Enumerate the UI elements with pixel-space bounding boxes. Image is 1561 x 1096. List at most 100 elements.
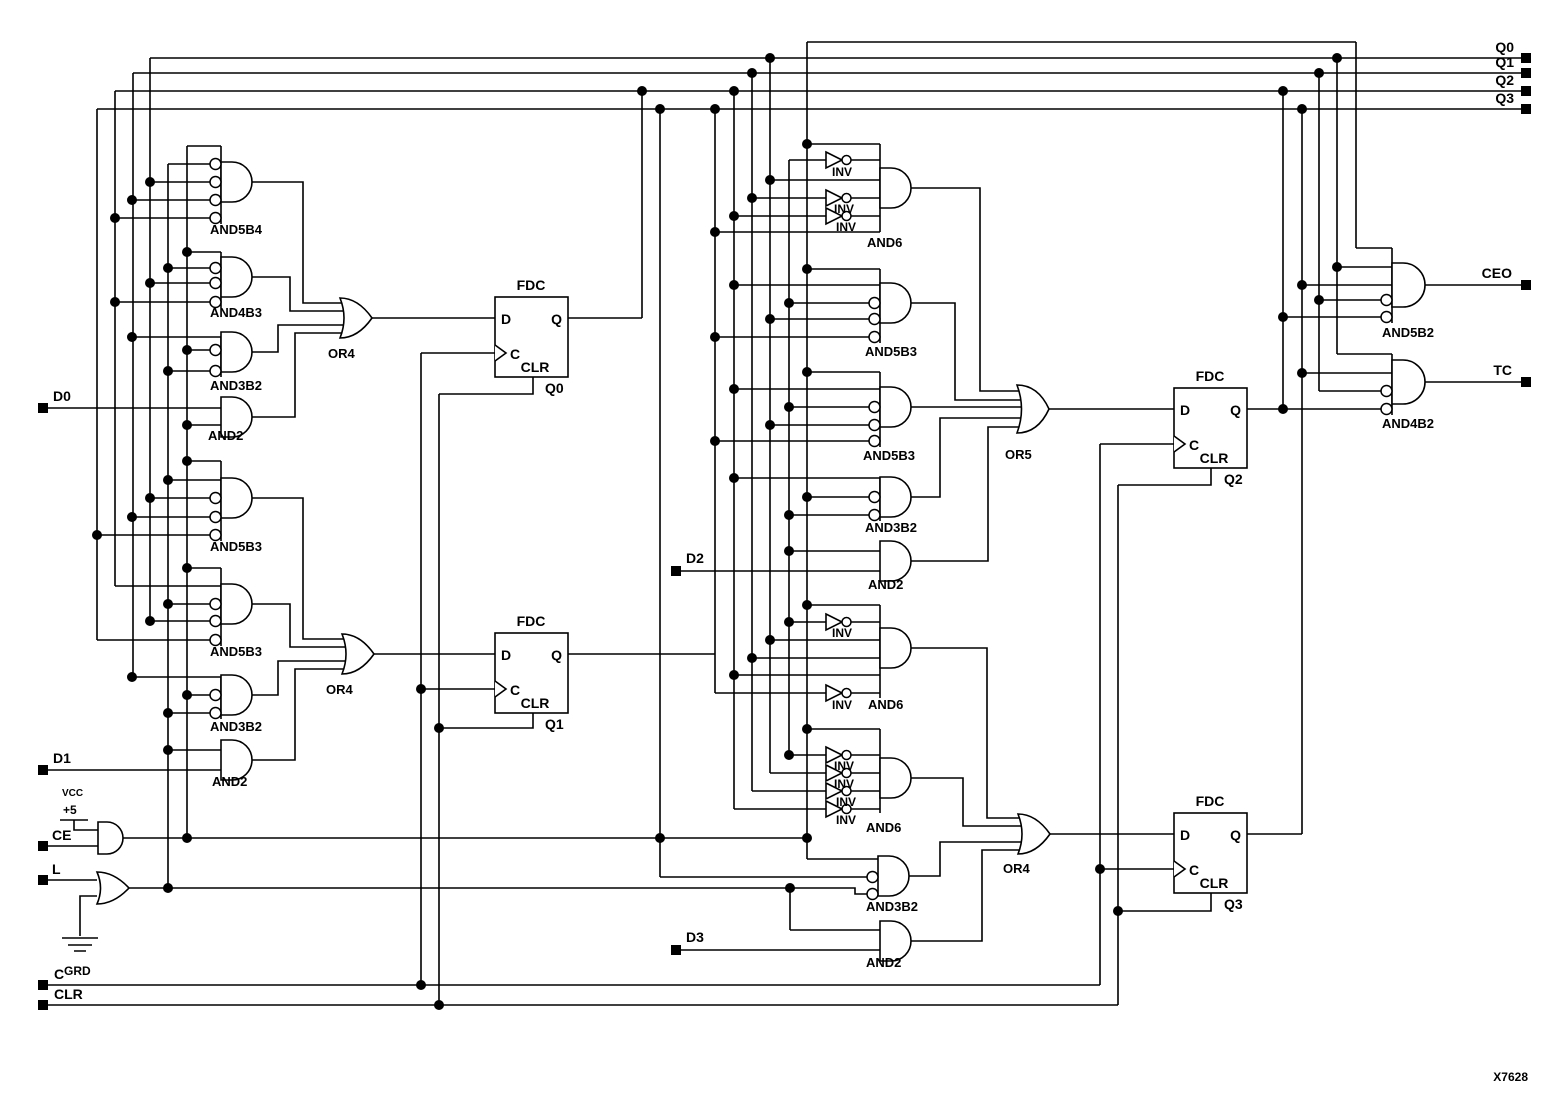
fdc-pin-d: D: [501, 647, 511, 663]
fdc-pin-clr: CLR: [521, 359, 550, 375]
gate-label-and4b3: AND4B3: [210, 305, 262, 320]
fdc-pin-clr: CLR: [521, 695, 550, 711]
fdc-pin-c: C: [510, 682, 520, 698]
gate-label-or4-1: OR4: [328, 346, 356, 361]
label-plus5: +5: [63, 803, 77, 817]
inv-label-7: INV: [834, 777, 854, 791]
gate-label-or5: OR5: [1005, 447, 1032, 462]
terminal-d3: [671, 945, 681, 955]
terminal-ce: [38, 841, 48, 851]
terminal-q3: [1521, 104, 1531, 114]
gate-label-and4b2: AND4B2: [1382, 416, 1434, 431]
fdc-pin-d: D: [501, 311, 511, 327]
left-gate-rows: [97, 145, 495, 761]
label-d3: D3: [686, 929, 704, 945]
right-gate-rows: [1282, 247, 1521, 415]
gate-label-and5b3-2: AND5B3: [210, 644, 262, 659]
terminal-ceo: [1521, 280, 1531, 290]
fdc-title: FDC: [1196, 368, 1225, 384]
label-ce: CE: [52, 827, 71, 843]
figure-caption: X7628: [1493, 1070, 1528, 1084]
inv-label-5: INV: [832, 698, 852, 712]
gate-label-or4-3: OR4: [1003, 861, 1031, 876]
and-gates: [97, 161, 1426, 962]
inv-label-6: INV: [834, 759, 854, 773]
terminal-l: [38, 875, 48, 885]
inv-labels: INV INV INV INV INV INV INV INV INV: [832, 165, 856, 827]
input-bubbles: [209, 157, 1393, 901]
inverters: [825, 150, 852, 819]
fdc-pin-c: C: [1189, 437, 1199, 453]
gate-label-and3b2-2: AND3B2: [210, 719, 262, 734]
label-q2: Q2: [1495, 72, 1514, 88]
gate-label-and5b3-3: AND5B3: [865, 344, 917, 359]
inv-label-1: INV: [832, 165, 852, 179]
output-terminals: [1521, 53, 1531, 387]
gate-label-and3b2-3: AND3B2: [865, 520, 917, 535]
gate-label-and2-2: AND2: [212, 774, 247, 789]
fdc-instance-q0: Q0: [545, 380, 564, 396]
terminal-c: [38, 980, 48, 990]
fdc-pin-d: D: [1180, 402, 1190, 418]
fdc-pin-c: C: [510, 346, 520, 362]
or-gates: [95, 297, 1051, 905]
gate-label-and3b2-1: AND3B2: [210, 378, 262, 393]
terminal-d0: [38, 403, 48, 413]
label-q0: Q0: [1495, 39, 1514, 55]
label-q3: Q3: [1495, 90, 1514, 106]
terminal-q1: [1521, 68, 1531, 78]
gate-label-and2-3: AND2: [868, 577, 903, 592]
gate-label-and2-1: AND2: [208, 428, 243, 443]
label-d1: D1: [53, 750, 71, 766]
fdc-pin-d: D: [1180, 827, 1190, 843]
fdc-pin-q: Q: [1230, 827, 1241, 843]
fdc-instance-q3: Q3: [1224, 896, 1243, 912]
fdc-title: FDC: [1196, 793, 1225, 809]
fdc-pin-clr: CLR: [1200, 875, 1229, 891]
gate-label-or4-2: OR4: [326, 682, 354, 697]
terminal-tc: [1521, 377, 1531, 387]
fdc-wires: [421, 317, 1381, 912]
input-terminals: [38, 403, 681, 1010]
label-tc: TC: [1493, 362, 1512, 378]
fdc-q2: FDC D Q C CLR Q2: [1173, 368, 1248, 487]
gate-label-and5b3-1: AND5B3: [210, 539, 262, 554]
gate-labels: AND5B4 AND4B3 AND3B2 AND2 OR4 AND5B3 AND…: [208, 222, 1434, 970]
junction-dots: [92, 53, 1342, 1010]
terminal-clr: [38, 1000, 48, 1010]
label-c: C: [54, 966, 64, 982]
terminal-q2: [1521, 86, 1531, 96]
label-ceo: CEO: [1482, 265, 1512, 281]
fdc-pin-c: C: [1189, 862, 1199, 878]
inv-label-4: INV: [832, 626, 852, 640]
gate-label-and5b3-4: AND5B3: [863, 448, 915, 463]
gate-label-and6-2: AND6: [868, 697, 903, 712]
fdc-pin-q: Q: [1230, 402, 1241, 418]
fdc-title: FDC: [517, 277, 546, 293]
gate-label-and6-1: AND6: [867, 235, 902, 250]
middle-gate-rows: [660, 143, 1174, 942]
fdc-q3: FDC D Q C CLR Q3: [1173, 793, 1248, 912]
fdc-instance-q2: Q2: [1224, 471, 1243, 487]
inv-label-8: INV: [836, 795, 856, 809]
gate-label-and2-4: AND2: [866, 955, 901, 970]
label-d2: D2: [686, 550, 704, 566]
gate-label-and5b4: AND5B4: [210, 222, 263, 237]
terminal-d2: [671, 566, 681, 576]
bus-wires: [48, 41, 1521, 1006]
gate-label-and3b2-4: AND3B2: [866, 899, 918, 914]
fdc-q1: FDC D Q C CLR Q1: [494, 613, 569, 732]
label-grd: GRD: [64, 964, 91, 978]
gate-label-and5b2: AND5B2: [1382, 325, 1434, 340]
input-wires: [48, 407, 880, 952]
terminal-q0: [1521, 53, 1531, 63]
gate-label-and6-3: AND6: [866, 820, 901, 835]
label-vcc: VCC: [62, 788, 83, 799]
label-clr: CLR: [54, 986, 83, 1002]
inv-label-2: INV: [834, 202, 854, 216]
label-d0: D0: [53, 388, 71, 404]
label-l: L: [52, 861, 61, 877]
power-labels: VCC +5 GRD: [62, 788, 91, 978]
